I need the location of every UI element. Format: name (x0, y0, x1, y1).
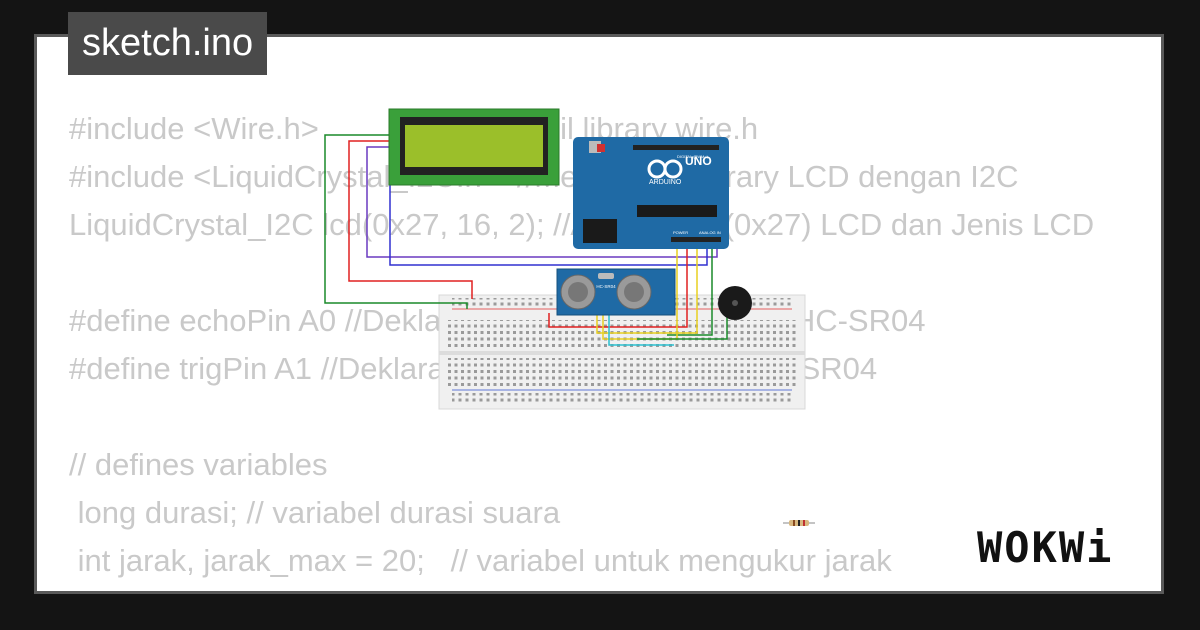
wire-cyan-sensor (608, 315, 674, 346)
code-line: int jarak, jarak_max = 20; // variabel u… (69, 543, 892, 578)
board-model-text: UNO (685, 154, 712, 168)
buzzer (718, 286, 752, 320)
file-name-tab[interactable]: sketch.ino (68, 12, 268, 75)
board-analog-label: ANALOG IN (699, 230, 721, 235)
wokwi-logo: WOKWi (977, 523, 1114, 572)
circuit-diagram: UNO ARDUINO DIGITAL (PWM~) POWER ANALOG … (324, 108, 815, 526)
sensor-label: HC-SR04 (596, 284, 616, 289)
code-line: long durasi; // variabel durasi suara (69, 495, 561, 530)
wire-green-lcd (324, 134, 468, 309)
wire-purple-lcd (366, 146, 718, 258)
arduino-uno: UNO ARDUINO DIGITAL (PWM~) POWER ANALOG … (573, 137, 729, 249)
wire-red-lcd (348, 140, 473, 299)
board-brand-text: ARDUINO (649, 179, 682, 186)
code-line: // defines variables (69, 447, 328, 482)
wire-red-sensor (548, 237, 688, 328)
wires (324, 134, 728, 346)
board-digital-label: DIGITAL (PWM~) (677, 154, 709, 159)
preview-card: #include <Wire.h> //Memanggil library wi… (34, 34, 1164, 594)
resistor (783, 520, 815, 526)
wire-yellow-trig (596, 239, 698, 334)
lcd-display (388, 108, 560, 186)
ultrasonic-sensor: HC-SR04 (556, 268, 676, 316)
board-power-label: POWER (673, 230, 688, 235)
